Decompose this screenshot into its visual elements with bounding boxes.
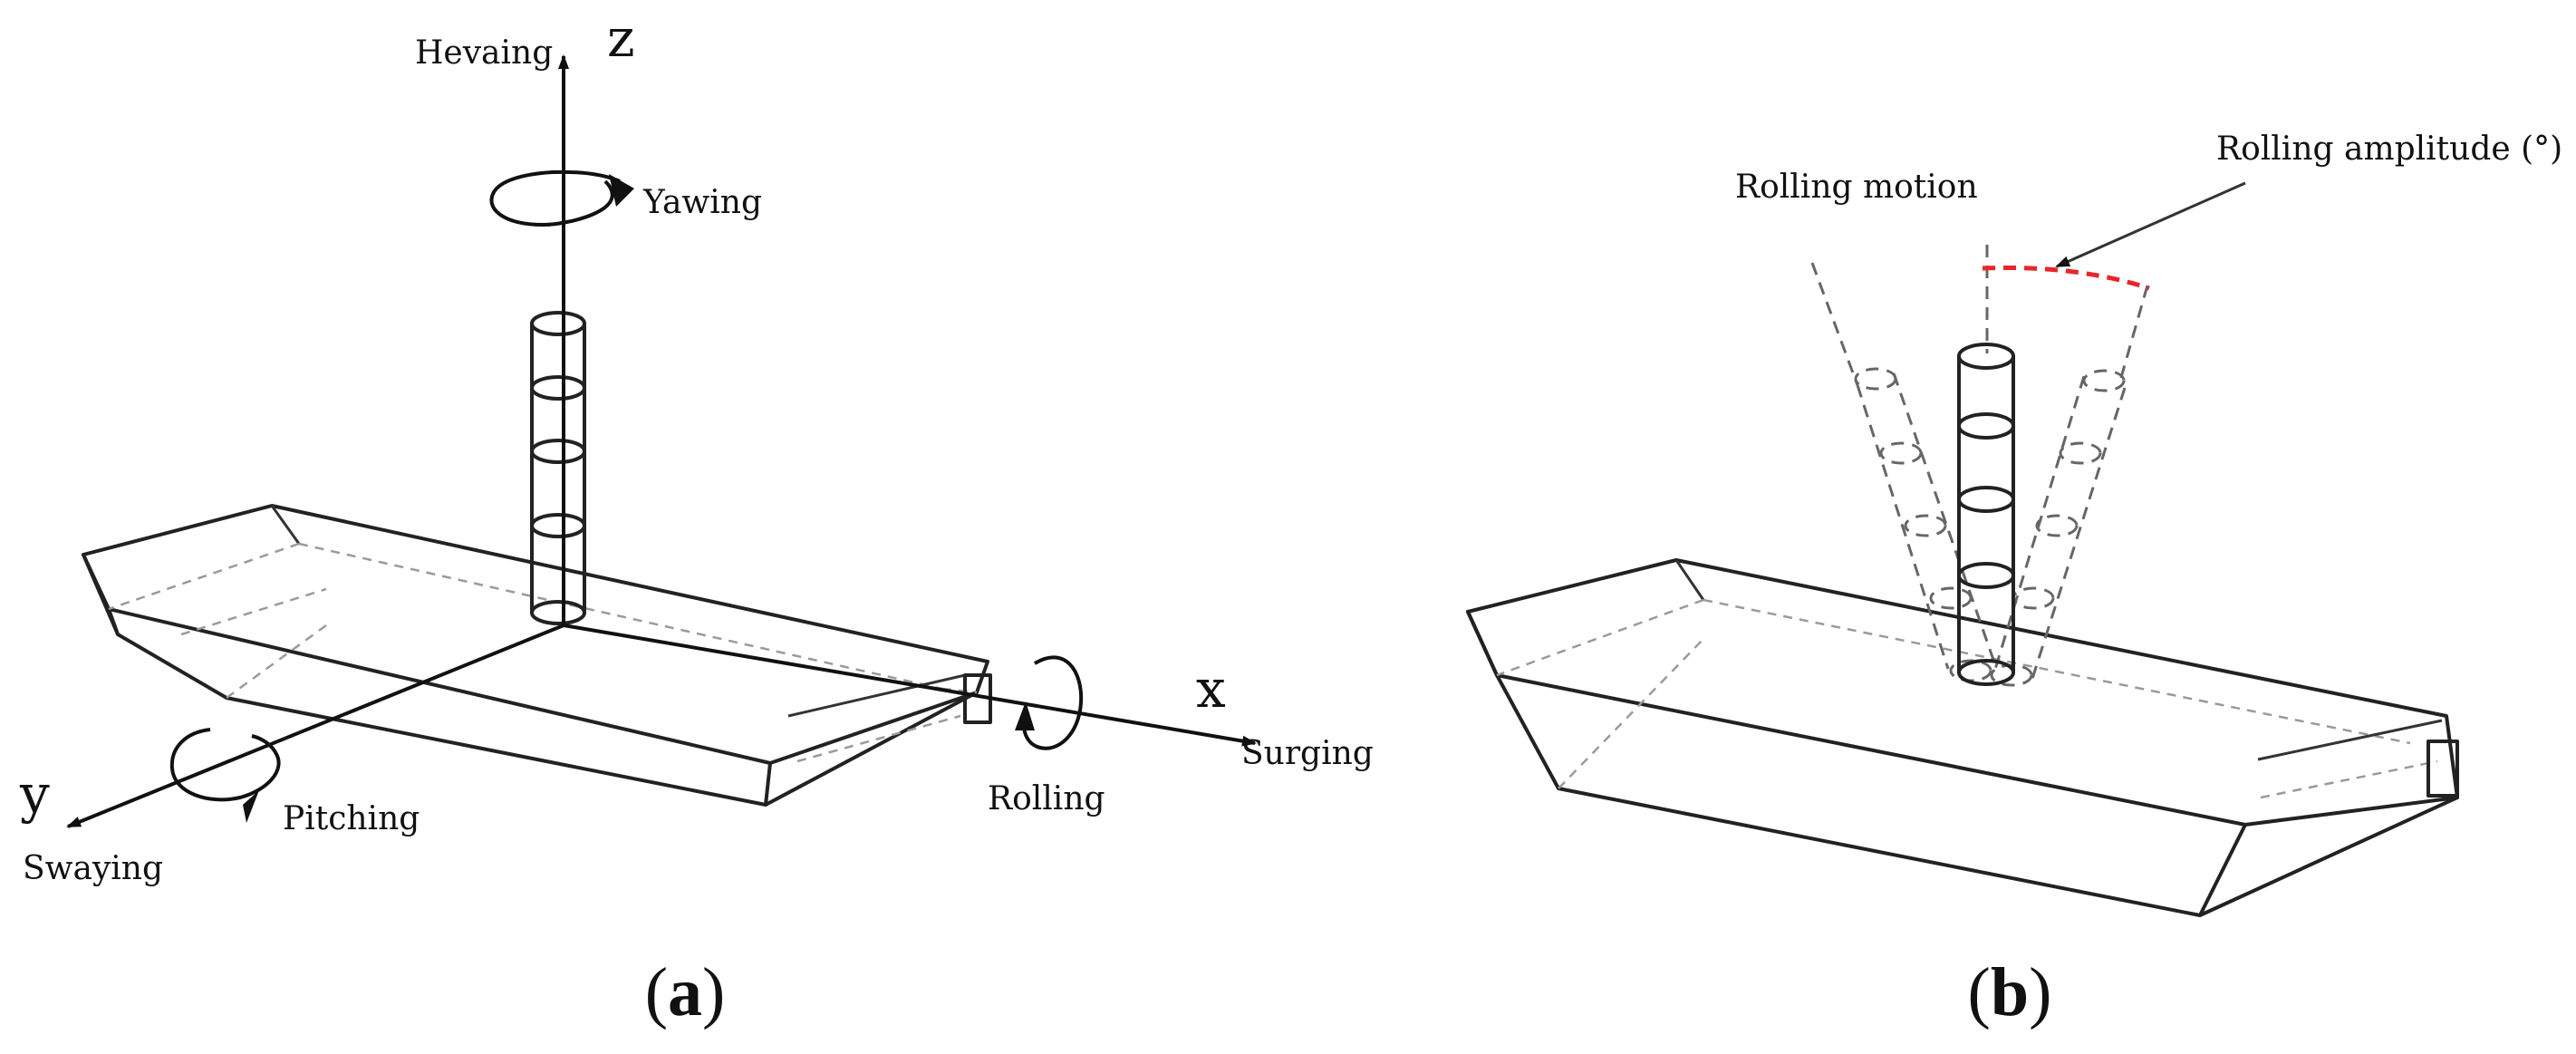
pitching-label: Pitching — [283, 800, 420, 837]
swaying-label: Swaying — [23, 850, 163, 887]
heaving-label: Hevaing — [415, 34, 553, 72]
rolling-amplitude-label: Rolling amplitude (°) — [2216, 131, 2562, 168]
riser-cylinder-a — [530, 311, 586, 625]
roll-rotation-arrow — [1015, 655, 1084, 750]
y-axis-arrow — [66, 624, 564, 828]
panel-b: Rolling motion Rolling amplitude (°) (b) — [1466, 131, 2562, 1030]
rolling-label: Rolling — [988, 780, 1105, 817]
yawing-label: Yawing — [642, 184, 762, 221]
z-axis-label: z — [607, 7, 635, 69]
yaw-rotation-arrow — [489, 169, 634, 227]
y-axis-label: y — [19, 763, 50, 825]
pitch-rotation-arrow — [169, 728, 281, 823]
upright-cylinder-b — [1957, 343, 2015, 686]
caption-b: (b) — [1968, 954, 2052, 1030]
amplitude-leader-arrow — [2055, 181, 2246, 268]
roll-limit-line-left — [1810, 262, 1859, 386]
rolling-motion-label: Rolling motion — [1735, 169, 1978, 206]
barge-hull-b — [1466, 558, 2459, 917]
panel-a: z x y Hevaing Yawing Surging Rolling Pit… — [19, 7, 1374, 1030]
roll-limit-line-right — [2118, 285, 2149, 382]
x-axis-label: x — [1196, 658, 1226, 720]
barge-hull-a — [82, 504, 992, 807]
caption-a: (a) — [645, 954, 726, 1030]
surging-label: Surging — [1241, 735, 1374, 772]
x-axis-arrow — [563, 624, 1257, 747]
rolling-amplitude-arc — [1982, 265, 2150, 291]
